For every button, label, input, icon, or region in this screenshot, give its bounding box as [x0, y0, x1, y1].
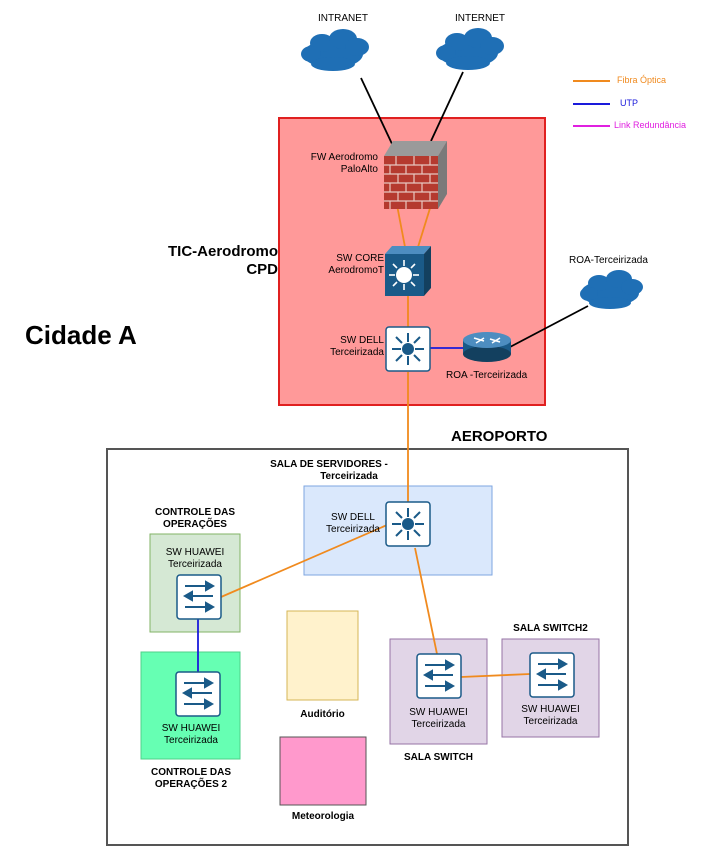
huawei-switch-switchroom-icon — [416, 653, 462, 699]
legend-redundancy-label: Link Redundância — [614, 120, 687, 130]
huawei-switch-ctrlops2-icon — [175, 671, 221, 717]
huawei-ctrlops2-label-line1: SW HUAWEI — [161, 723, 221, 734]
fiber-fw-core-2 — [417, 204, 432, 248]
core-switch-label-line1: SW CORE — [336, 253, 384, 264]
huawei-ctrlops-label: SW HUAWEI Terceirizada — [150, 547, 240, 571]
fiber-serverdell-ctrlops — [220, 524, 388, 598]
auditorio-zone — [286, 610, 359, 701]
firewall-label-line1: FW Aerodromo — [310, 152, 378, 163]
huawei-ctrlops-label-line2: Terceirizada — [168, 559, 222, 570]
huawei-switchroom-label-line1: SW HUAWEI — [409, 707, 468, 718]
roa-cloud-label: ROA-Terceirizada — [569, 255, 648, 266]
core-switch-label: SW CORE AerodromoT — [300, 253, 384, 277]
auditorio-label: Auditório — [300, 709, 345, 720]
dell-switch-server-room-label-line1: SW DELL — [331, 512, 375, 523]
switch-room2-label: SALA SWITCH2 — [513, 623, 588, 634]
meteorologia-label: Meteorologia — [291, 811, 355, 822]
fiber-serverdell-switchroom — [414, 547, 438, 655]
firewall-label: FW Aerodromo PaloAlto — [283, 152, 378, 176]
link-internet-firewall — [430, 71, 464, 142]
server-room-label: SALA DE SERVIDORES - Terceirizada — [262, 459, 396, 483]
legend-utp-label: UTP — [620, 98, 638, 108]
control-ops2-label-line1: CONTROLE DAS — [151, 767, 231, 778]
meteorologia-zone — [279, 736, 367, 806]
legend-fiber-label: Fibra Óptica — [617, 75, 667, 85]
control-ops2-label-line2: OPERAÇÕES 2 — [154, 779, 228, 790]
roa-cloud-icon — [580, 270, 643, 309]
dell-switch-server-room-label-line2: Terceirizada — [326, 524, 380, 535]
huawei-switchroom-label: SW HUAWEI Terceirizada — [390, 707, 487, 731]
dell-switch-cpd-label: SW DELL Terceirizada — [300, 335, 384, 359]
city-title: Cidade A — [25, 320, 137, 350]
link-router-roa-cloud — [509, 305, 589, 348]
dell-switch-server-room-label: SW DELL Terceirizada — [320, 512, 386, 536]
huawei-switch-switchroom2-icon — [529, 652, 575, 698]
dell-switch-server-room-icon — [385, 501, 431, 547]
cpd-title: TIC-Aerodromo CPD — [158, 243, 278, 279]
control-ops-label-line2: OPERAÇÕES — [163, 519, 227, 530]
link-intranet-firewall — [360, 77, 394, 147]
control-ops-label: CONTROLE DAS OPERAÇÕES — [144, 507, 246, 531]
core-switch-label-line2: AerodromoT — [328, 265, 384, 276]
server-room-label-line2: Terceirizada — [320, 471, 378, 482]
huawei-switchroom-label-line2: Terceirizada — [411, 719, 466, 730]
router-label: ROA -Terceirizada — [446, 370, 528, 381]
huawei-switch-ctrlops-icon — [176, 574, 222, 620]
huawei-ctrlops-label-line1: SW HUAWEI — [165, 547, 225, 558]
dell-switch-cpd-label-line1: SW DELL — [340, 335, 384, 346]
intranet-cloud-icon — [301, 29, 369, 71]
internet-cloud-icon — [436, 28, 504, 70]
dell-switch-cpd-icon — [385, 326, 431, 372]
huawei-switchroom2-label-line2: Terceirizada — [523, 716, 578, 727]
switch-room-label: SALA SWITCH — [403, 752, 474, 763]
firewall-icon — [384, 141, 447, 209]
control-ops2-label: CONTROLE DAS OPERAÇÕES 2 — [138, 767, 244, 791]
router-icon — [463, 332, 511, 362]
dell-switch-cpd-label-line2: Terceirizada — [330, 347, 384, 358]
huawei-ctrlops2-label: SW HUAWEI Terceirizada — [145, 723, 237, 747]
core-switch-icon — [385, 246, 431, 296]
airport-title: AEROPORTO — [451, 428, 548, 445]
cpd-title-line1: TIC-Aerodromo — [168, 243, 278, 260]
control-ops-label-line1: CONTROLE DAS — [155, 507, 235, 518]
fiber-switchroom-switchroom2 — [460, 673, 531, 678]
huawei-switchroom2-label-line1: SW HUAWEI — [521, 704, 580, 715]
huawei-switchroom2-label: SW HUAWEI Terceirizada — [502, 704, 599, 728]
internet-label: INTERNET — [455, 13, 505, 24]
huawei-ctrlops2-label-line2: Terceirizada — [164, 735, 218, 746]
server-room-label-line1: SALA DE SERVIDORES - — [270, 459, 388, 470]
intranet-label: INTRANET — [318, 13, 368, 24]
fiber-fw-core-1 — [396, 204, 406, 248]
cpd-title-line2: CPD — [246, 261, 278, 278]
firewall-label-line2: PaloAlto — [340, 164, 378, 175]
